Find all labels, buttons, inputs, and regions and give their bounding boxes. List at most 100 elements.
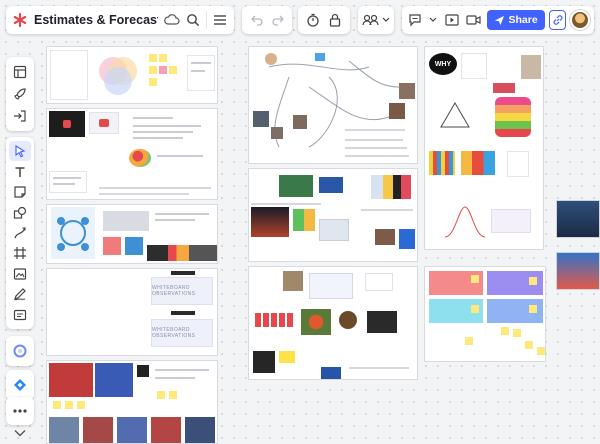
slide-green[interactable] [279,175,313,197]
thumb-photo[interactable] [103,237,121,255]
badge-100[interactable] [399,229,415,249]
import-icon[interactable] [9,106,31,126]
miro-logo-icon[interactable] [12,12,28,28]
why-bubble[interactable]: WHY [429,53,457,75]
whiteboard-banner-bottom[interactable]: WHITEBOARD OBSERVATIONS [151,319,213,347]
rocket-photo[interactable] [251,207,289,237]
portrait[interactable] [389,103,405,119]
chevron-down-icon[interactable] [12,426,28,440]
comment-tool-icon[interactable] [9,305,31,325]
bird-photo[interactable] [301,309,331,335]
whiteboard-banner-top[interactable]: WHITEBOARD OBSERVATIONS [151,277,213,305]
video-thumb[interactable] [49,111,85,137]
frame-diagram-gallery[interactable] [46,204,218,264]
text-tool-icon[interactable] [9,162,31,182]
triangle-diagram[interactable] [439,101,471,129]
dark-image[interactable] [253,351,275,373]
jira-app-icon[interactable] [13,378,27,392]
sticky-note[interactable] [365,273,393,291]
bug-icon[interactable] [339,311,357,329]
crowd-photo[interactable] [49,417,79,443]
portrait[interactable] [521,55,541,79]
redo-icon[interactable] [271,14,285,26]
yellow-bubble[interactable] [279,351,295,363]
select-cursor-icon[interactable] [9,141,31,162]
layout-icon[interactable] [9,62,31,82]
rocket-icon[interactable] [9,84,31,104]
frame-intro[interactable] [46,46,218,104]
scatter-thumb[interactable] [491,209,531,233]
venn-diagram[interactable] [95,49,141,101]
card-blank[interactable] [50,50,88,100]
card-chart[interactable] [187,55,215,91]
card-thumb[interactable] [319,219,349,241]
shapes-icon[interactable] [9,203,31,223]
comment-icon[interactable] [406,13,424,27]
slide-blue[interactable] [319,177,343,193]
crowd-photo[interactable] [83,417,113,443]
portrait[interactable] [271,127,283,139]
hamburger-menu-icon[interactable] [213,14,227,26]
ring-app-icon[interactable] [12,343,28,359]
color-sticky[interactable] [429,151,455,175]
undo-icon[interactable] [250,14,264,26]
video-call-icon[interactable] [465,14,483,26]
frame-mindmap[interactable] [248,46,418,164]
video-thumb[interactable] [367,311,397,333]
photo-row[interactable] [49,363,93,397]
frame-whiteboard[interactable]: WHITEBOARD OBSERVATIONS WHITEBOARD OBSER… [46,268,218,356]
connection-line-icon[interactable] [9,223,31,243]
book-covers[interactable] [371,175,411,199]
timer-icon[interactable] [306,13,320,27]
sticky-cluster[interactable] [147,50,177,94]
lock-icon[interactable] [328,13,342,27]
cloud-sync-icon[interactable] [164,13,180,27]
crowd-photo[interactable] [117,417,147,443]
layered-model[interactable] [495,97,531,137]
image-upload-icon[interactable] [9,264,31,284]
chevron-down-icon[interactable] [428,17,440,23]
bird-icon[interactable] [315,53,325,61]
tile-cards[interactable] [461,151,495,175]
diagram-card[interactable] [51,207,95,259]
portrait[interactable] [283,271,303,291]
frame-invest[interactable] [248,266,418,380]
slide[interactable] [309,273,353,299]
fruit-image[interactable] [129,149,151,167]
sticky-note-icon[interactable] [9,182,31,202]
share-button[interactable]: Share [486,10,545,30]
frame-icon[interactable] [9,243,31,263]
charts-thumb[interactable] [293,209,315,231]
frame-books-slides[interactable] [248,168,418,262]
portrait[interactable] [399,83,415,99]
dark-thumb[interactable] [137,365,149,377]
frame-experiments[interactable] [46,360,218,444]
photo-row[interactable] [95,363,133,397]
crowd-photo[interactable] [185,417,215,443]
slide-thumb[interactable] [89,112,119,134]
meat-photo[interactable] [493,83,515,93]
bell-curve[interactable] [445,203,485,239]
search-icon[interactable] [186,13,200,27]
frame-video-estimates[interactable] [46,108,218,200]
thumb-strip[interactable] [147,245,217,261]
question-sticky[interactable] [49,171,87,193]
invest-text[interactable] [255,313,293,327]
sticky-why[interactable] [461,53,487,79]
collaborators-control[interactable] [358,6,394,34]
present-icon[interactable] [443,14,461,26]
copy-link-button[interactable] [548,10,567,30]
portrait[interactable] [253,111,269,127]
board-title[interactable]: Estimates & Forecasting ... [34,13,158,27]
avatar[interactable] [570,10,590,30]
frame-sticky-grid[interactable] [424,266,546,362]
portrait[interactable] [265,53,277,65]
thumb-row[interactable] [103,211,149,231]
rocket-icon[interactable] [507,151,529,177]
frame-why[interactable]: WHY [424,46,544,250]
pen-icon[interactable] [9,284,31,304]
photo-thumb[interactable] [375,229,395,245]
more-icon[interactable] [13,409,27,413]
book-cover-thumb[interactable] [556,252,600,290]
portrait[interactable] [293,115,307,129]
